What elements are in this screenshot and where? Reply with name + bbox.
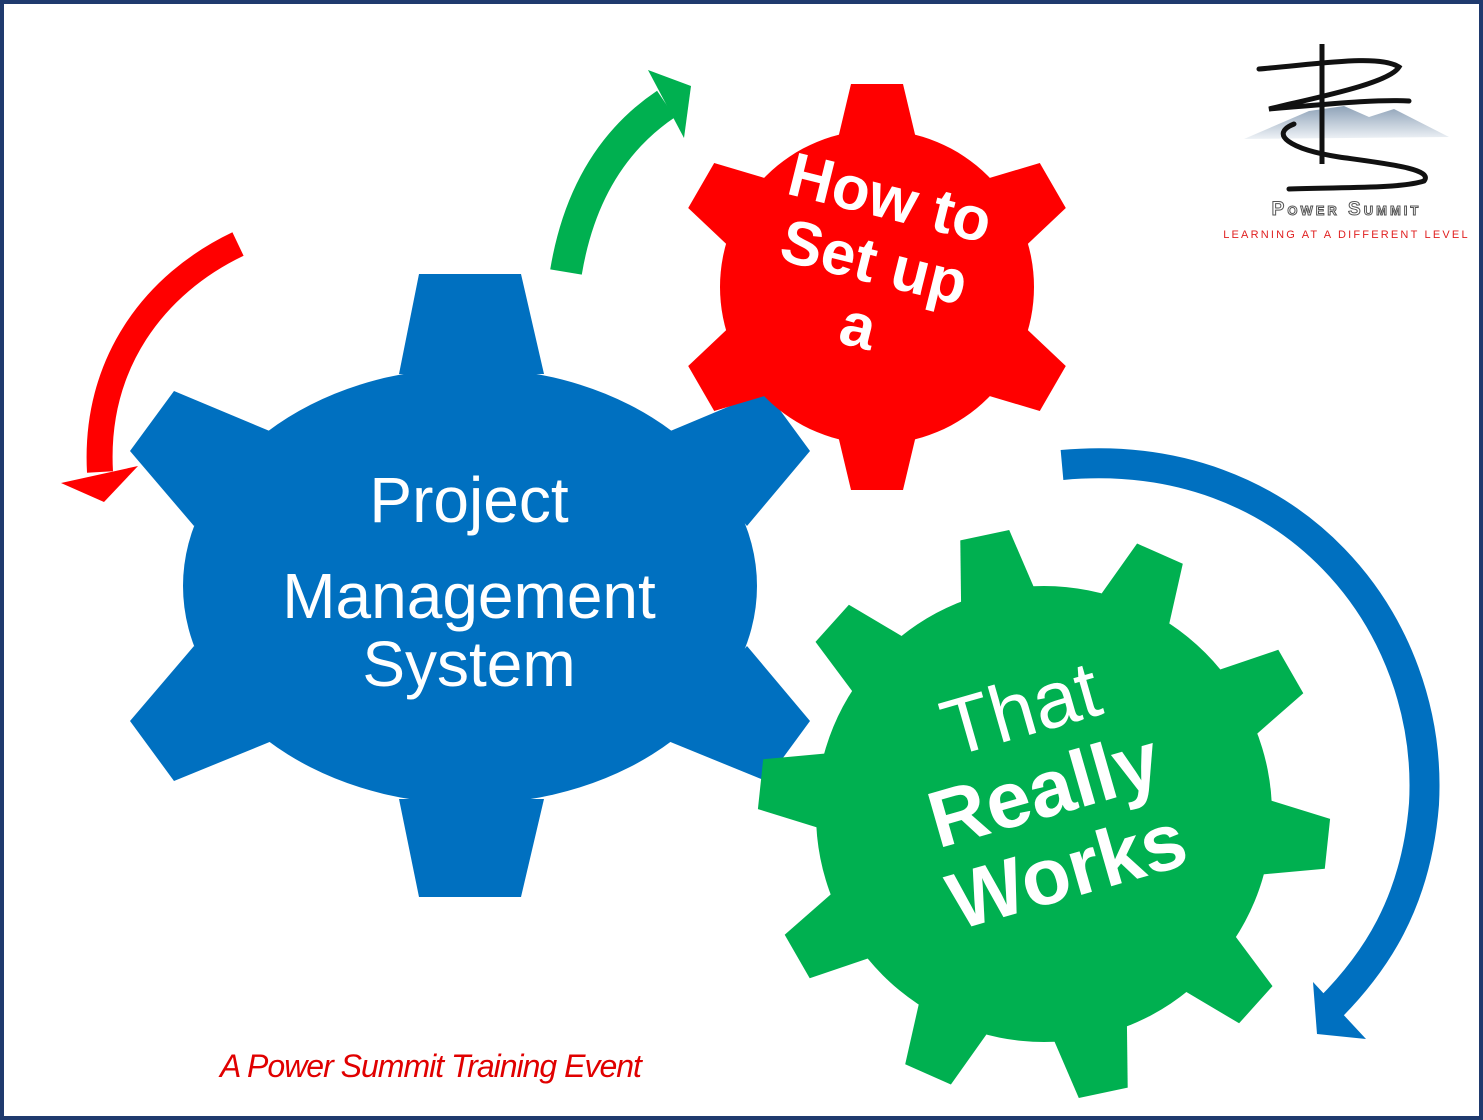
- blue-gear-tooth: [130, 391, 272, 526]
- green-gear-tooth: [1046, 1006, 1128, 1098]
- red-gear-tooth: [977, 163, 1066, 253]
- green-gear-tooth: [905, 984, 999, 1085]
- diagram-canvas: [61, 70, 1440, 1098]
- red-gear: [688, 84, 1066, 490]
- footer-text: A Power Summit Training Event: [220, 1048, 642, 1084]
- green-gear-tooth: [960, 530, 1042, 622]
- logo-tagline: LEARNING AT A DIFFERENT LEVEL: [1223, 229, 1470, 241]
- power-summit-logo: Power Summit LEARNING AT A DIFFERENT LEV…: [1219, 39, 1474, 249]
- blue-gear: [130, 274, 810, 897]
- red-gear-body: [720, 130, 1034, 444]
- blue-gear-label: Project Management System: [234, 466, 704, 698]
- green-gear: [757, 530, 1331, 1098]
- green-gear-tooth: [757, 751, 845, 834]
- green-curved-arrow: [550, 70, 691, 275]
- blue-gear-tooth: [399, 799, 544, 897]
- logo-mark-icon: [1244, 44, 1449, 192]
- green-gear-tooth: [1168, 920, 1273, 1024]
- blue-gear-line: Project: [369, 464, 569, 536]
- red-gear-tooth: [836, 427, 918, 490]
- green-gear-tooth: [1089, 543, 1183, 644]
- red-curved-arrow: [61, 232, 244, 502]
- green-gear-tooth: [1243, 794, 1331, 877]
- green-gear-tooth: [784, 881, 887, 979]
- red-gear-tooth: [688, 321, 777, 411]
- red-gear-tooth: [836, 84, 918, 147]
- blue-gear-tooth: [668, 646, 810, 781]
- blue-gear-line: Management: [282, 560, 656, 632]
- blue-gear-body: [183, 368, 757, 804]
- green-gear-tooth: [1201, 649, 1304, 747]
- blue-gear-line: System: [362, 628, 576, 700]
- green-gear-tooth: [815, 604, 920, 708]
- blue-gear-tooth: [668, 391, 810, 526]
- logo-name: Power Summit: [1271, 199, 1422, 221]
- blue-gear-tooth: [130, 646, 272, 781]
- green-gear-body: [816, 586, 1272, 1042]
- blue-curved-arrow: [1060, 448, 1440, 1039]
- blue-gear-tooth: [399, 274, 544, 374]
- red-gear-tooth: [977, 321, 1066, 411]
- red-gear-tooth: [688, 163, 777, 253]
